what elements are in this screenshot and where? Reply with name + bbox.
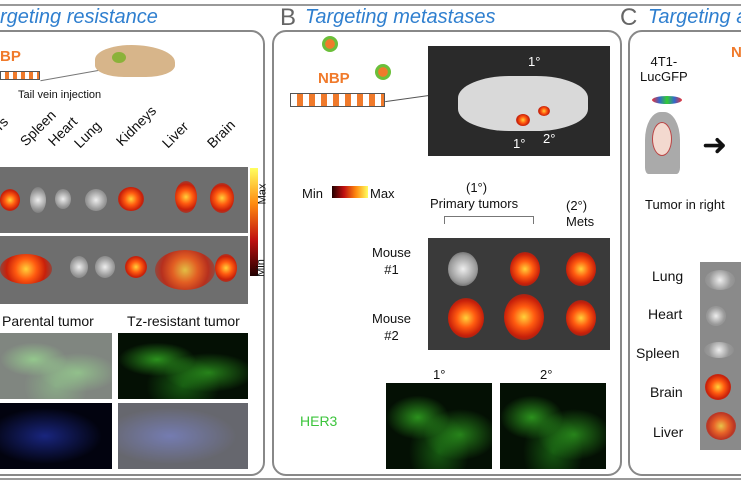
nanoparticle-icon: [322, 36, 338, 52]
primary-tumors-label: Primary tumors: [430, 196, 519, 211]
primary-marker: 1°: [528, 54, 541, 69]
mouse-illustration-icon: [95, 45, 175, 77]
panel-a-agent: BP: [0, 48, 21, 65]
resistant-her-stain: [118, 333, 248, 399]
stain-col-primary: 1°: [433, 367, 446, 382]
panel-b-agent: NBP: [318, 70, 350, 87]
mets-label: Mets: [566, 214, 595, 229]
colorbar-max-label: Max: [370, 186, 395, 201]
her3-label: HER3: [300, 413, 338, 429]
syringe-icon: [0, 71, 40, 80]
bracket: [444, 216, 534, 224]
primary-label: (1°): [466, 180, 488, 195]
parental-dapi-stain: [0, 403, 112, 469]
panel-b-title: Targeting metastases: [305, 6, 496, 28]
organ-image-1: [0, 167, 248, 233]
nanoparticle-icon: [375, 64, 391, 80]
organ-label: Liver: [653, 424, 684, 440]
stain-col-mets: 2°: [540, 367, 553, 382]
figure-frame: [0, 4, 741, 480]
organ-image: [700, 262, 741, 450]
met-marker: 2°: [543, 131, 556, 146]
cell-line-label: 4T1- LucGFP: [640, 54, 688, 84]
colorbar: [332, 186, 368, 198]
organ-label: Heart: [648, 306, 683, 322]
mouse-1-label: Mouse #1: [372, 245, 412, 277]
parental-her-stain: [0, 333, 112, 399]
resistant-dapi-stain: [118, 403, 248, 469]
panel-c-title: Targeting a: [648, 6, 741, 28]
culture-dish-icon: [652, 96, 682, 104]
organ-label: Brain: [650, 384, 683, 400]
colorbar-min-label: Min: [254, 259, 267, 277]
panel-b-letter: B: [280, 4, 297, 31]
injection-label: Tail vein injection: [18, 89, 102, 101]
panel-c-letter: C: [620, 4, 638, 31]
primary-her3-stain: [386, 383, 492, 469]
organ-label: Spleen: [636, 345, 680, 361]
tumor-location-label: Tumor in right: [645, 197, 725, 212]
mammary-pad-icon: [652, 122, 672, 156]
panel-c-agent: N: [731, 44, 741, 61]
panel-a-title: rgeting resistance: [0, 6, 158, 28]
mets-her3-stain: [500, 383, 606, 469]
organ-image-2: [0, 236, 248, 304]
colorbar-min-label: Min: [302, 186, 323, 201]
whole-mouse-image: 1° 2° 1°: [428, 46, 610, 156]
resistant-tumor-label: Tz-resistant tumor: [127, 313, 240, 329]
mouse-2-label: Mouse #2: [372, 311, 412, 343]
organ-label: Lung: [652, 268, 684, 284]
mets-paren-label: (2°): [566, 198, 588, 213]
arrow-right-icon: ➜: [702, 129, 728, 162]
parental-tumor-label: Parental tumor: [2, 313, 94, 329]
colorbar-max-label: Max: [256, 183, 269, 205]
colorbar: [250, 168, 258, 276]
primary-marker-2: 1°: [513, 136, 526, 151]
syringe-icon: [290, 93, 385, 107]
tumor-image: [428, 238, 610, 350]
tumor-icon: [112, 52, 126, 63]
